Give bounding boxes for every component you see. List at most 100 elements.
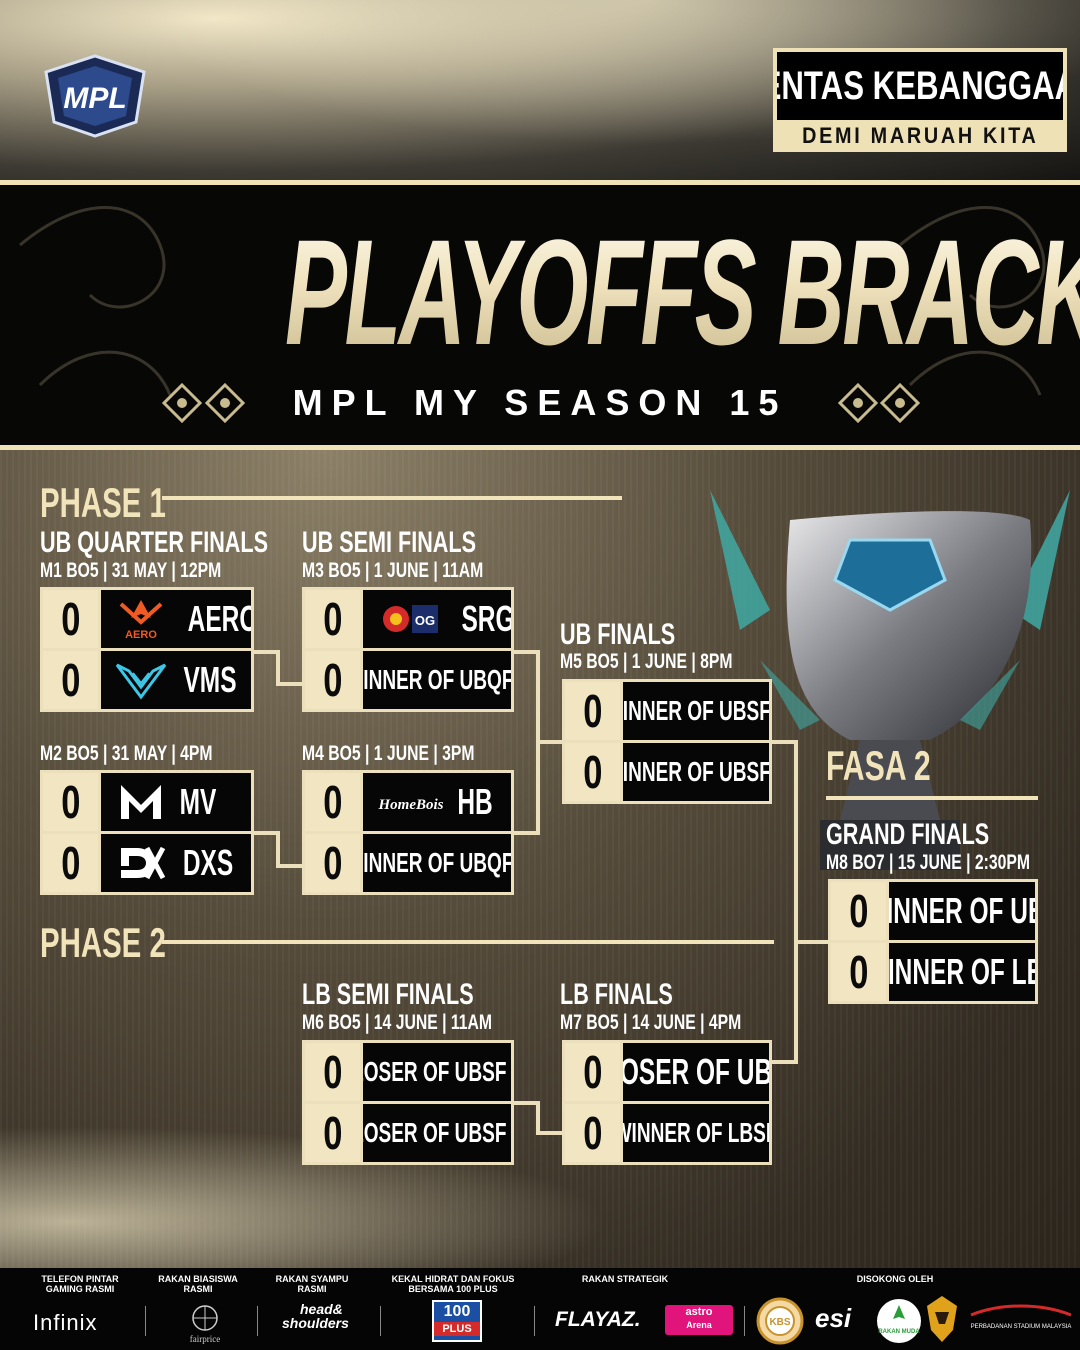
match-m4[interactable]: 0 HomeBois HB 0 WINNER OF UBQF 2	[302, 770, 514, 895]
vms-logo-icon	[115, 663, 167, 700]
m4-info: M4 BO5 | 1 JUNE | 3PM	[302, 742, 475, 765]
phase1-heading: PHASE 1	[40, 479, 166, 526]
match-row[interactable]: 0 LOSER OF UBF	[565, 1043, 769, 1101]
sponsor-label: DISOKONG OLEH	[856, 1274, 934, 1284]
ornament-pattern	[19, 206, 1046, 396]
team-name: HB	[457, 781, 493, 822]
score-cell: 0	[305, 590, 360, 648]
kbs-logo-icon: KBS	[756, 1297, 804, 1345]
rakan-muda-logo-icon: RAKAN MUDA	[877, 1299, 921, 1343]
team-name: LOSER OF UBSF 1	[363, 1056, 511, 1087]
match-row[interactable]: 0 LOSER OF UBSF 1	[305, 1043, 511, 1101]
fasa2-rule	[826, 796, 1038, 800]
match-row[interactable]: 0 WINNER OF UBQF 1	[305, 651, 511, 709]
divider	[145, 1306, 146, 1336]
sponsor-label: RAKAN STRATEGIK	[581, 1274, 669, 1284]
title-band: PLAYOFFS BRACKET MPL MY SEASON 15	[0, 180, 1080, 450]
match-row[interactable]: 0 WINNER OF UBF	[831, 882, 1035, 940]
score-cell: 0	[305, 651, 360, 709]
score-cell: 0	[305, 834, 360, 892]
team-name: WINNER OF UBSF 2	[623, 756, 769, 787]
team-name: WINNER OF UBSF 1	[623, 695, 769, 726]
lbsf-title: LB SEMI FINALS	[302, 978, 474, 1011]
match-row[interactable]: 0 VMS	[43, 651, 251, 709]
fasa2-heading: FASA 2	[826, 742, 931, 789]
divider	[257, 1306, 258, 1336]
score-cell: 0	[565, 1043, 620, 1101]
divider	[744, 1306, 745, 1336]
svg-text:KBS: KBS	[769, 1317, 790, 1328]
match-row[interactable]: 0 OG SRG	[305, 590, 511, 648]
ornament-icon	[205, 383, 245, 423]
match-row[interactable]: 0 WINNER OF UBSF 1	[565, 682, 769, 740]
infinix-logo: Infinix	[33, 1310, 98, 1335]
mpl-logo: MPL	[44, 54, 146, 138]
tiger-crest-icon	[927, 1296, 957, 1342]
page-subtitle: MPL MY SEASON 15	[292, 382, 788, 423]
fairprice-logo-icon: fairprice	[190, 1305, 220, 1344]
sponsor-label: RAKAN BIASISWA RASMI	[158, 1274, 238, 1294]
team-name: DXS	[182, 842, 234, 883]
match-row[interactable]: 0 WINNER OF UBQF 2	[305, 834, 511, 892]
match-m3[interactable]: 0 OG SRG 0 WINNER OF UBQF 1	[302, 587, 514, 712]
team-cell: WINNER OF UBSF 2	[623, 743, 769, 801]
team-cell: VMS	[101, 651, 251, 709]
score-cell: 0	[305, 773, 360, 831]
esi-logo: esi	[815, 1303, 852, 1333]
score-cell: 0	[565, 743, 620, 801]
svg-text:OG: OG	[415, 613, 435, 628]
m1-info: M1 BO5 | 31 MAY | 12PM	[40, 559, 222, 582]
ubsf-title: UB SEMI FINALS	[302, 526, 477, 559]
team-cell: WINNER OF LBF	[889, 943, 1035, 1001]
match-row[interactable]: 0 LOSER OF UBSF 2	[305, 1104, 511, 1162]
score-cell: 0	[831, 943, 886, 1001]
match-m6[interactable]: 0 LOSER OF UBSF 1 0 LOSER OF UBSF 2	[302, 1040, 514, 1165]
team-name: AERO	[187, 598, 251, 639]
team-name: LOSER OF UBF	[623, 1051, 769, 1092]
team-cell: WINNER OF UBQF 2	[363, 834, 511, 892]
trophy-icon	[710, 490, 1070, 870]
gf-title: GRAND FINALS	[826, 818, 990, 851]
match-row[interactable]: 0 WINNER OF LBF	[831, 943, 1035, 1001]
match-row[interactable]: 0 HomeBois HB	[305, 773, 511, 831]
team-cell: LOSER OF UBSF 2	[363, 1104, 511, 1162]
team-name: WINNER OF UBQF 1	[363, 664, 511, 695]
match-m5[interactable]: 0 WINNER OF UBSF 1 0 WINNER OF UBSF 2	[562, 679, 772, 804]
match-row[interactable]: 0 DXS	[43, 834, 251, 892]
ornament-icon	[162, 383, 202, 423]
match-m7[interactable]: 0 LOSER OF UBF 0 WINNER OF LBSF	[562, 1040, 772, 1165]
match-m1[interactable]: 0 AERO AERO 0 VMS	[40, 587, 254, 712]
team-name: MV	[179, 781, 217, 822]
team-cell: WINNER OF UBF	[889, 882, 1035, 940]
match-row[interactable]: 0 WINNER OF LBSF	[565, 1104, 769, 1162]
m7-info: M7 BO5 | 14 JUNE | 4PM	[560, 1011, 742, 1034]
phase2-rule	[162, 940, 774, 944]
team-name: SRG	[461, 598, 511, 639]
homebois-logo-icon: HomeBois	[377, 797, 443, 813]
score-cell: 0	[305, 1043, 360, 1101]
team-name: LOSER OF UBSF 2	[363, 1117, 511, 1148]
svg-text:AERO: AERO	[125, 629, 157, 641]
mv-logo-icon	[121, 785, 161, 819]
stadium-logo: PERBADANAN STADIUM MALAYSIA	[966, 1303, 1076, 1330]
score-cell: 0	[43, 590, 98, 648]
m5-info: M5 BO5 | 1 JUNE | 8PM	[560, 650, 733, 673]
match-row[interactable]: 0 WINNER OF UBSF 2	[565, 743, 769, 801]
match-row[interactable]: 0 MV	[43, 773, 251, 831]
ornament-icon	[838, 383, 878, 423]
divider	[380, 1306, 381, 1336]
match-row[interactable]: 0 AERO AERO	[43, 590, 251, 648]
score-cell: 0	[565, 682, 620, 740]
svg-text:HomeBois: HomeBois	[377, 797, 443, 813]
match-m8[interactable]: 0 WINNER OF UBF 0 WINNER OF LBF	[828, 879, 1038, 1004]
team-cell: AERO AERO	[101, 590, 251, 648]
svg-text:RAKAN MUDA: RAKAN MUDA	[878, 1329, 920, 1335]
dxs-logo-icon	[121, 846, 166, 880]
100plus-logo: 100 PLUS	[432, 1300, 482, 1342]
team-name: WINNER OF UBF	[889, 890, 1035, 931]
tagline-bottom: DEMI MARUAH KITA	[773, 120, 1067, 152]
score-cell: 0	[565, 1104, 620, 1162]
lbf-title: LB FINALS	[560, 978, 673, 1011]
match-m2[interactable]: 0 MV 0 DXS	[40, 770, 254, 895]
